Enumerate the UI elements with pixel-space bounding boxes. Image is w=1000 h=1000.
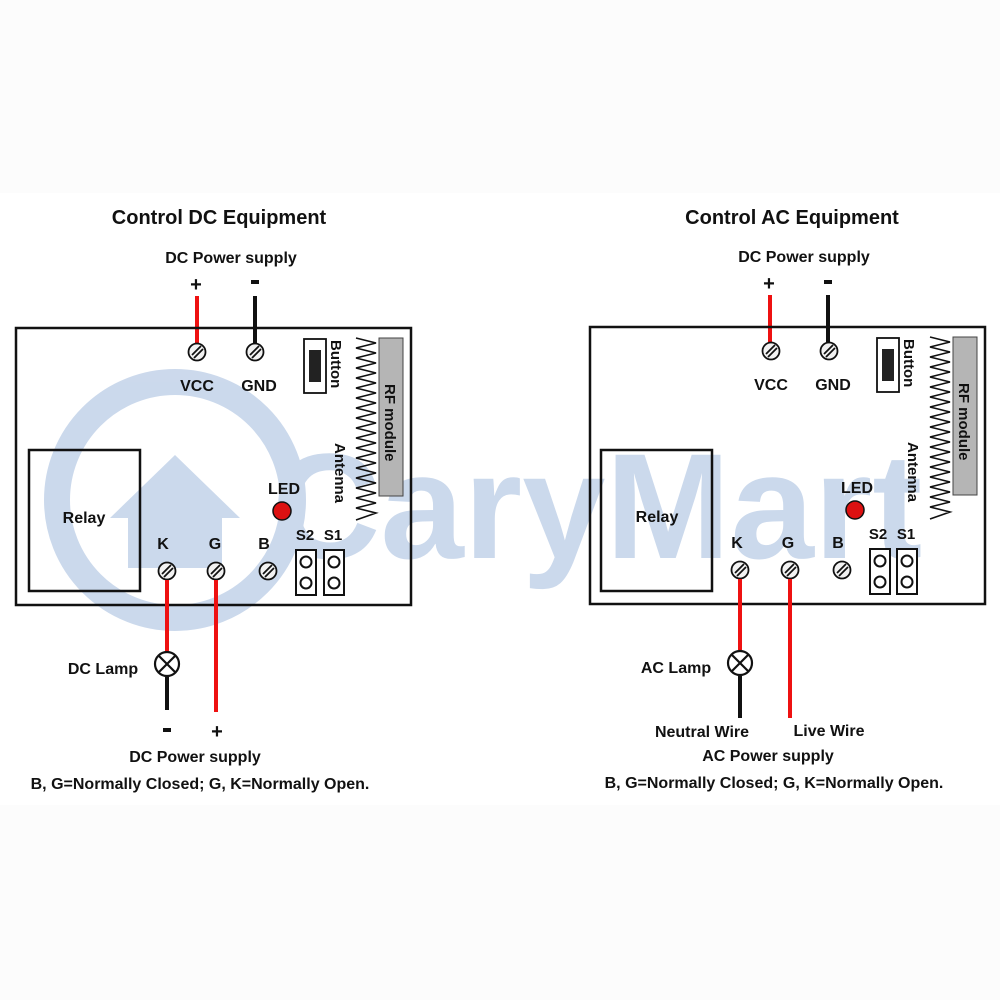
ac-gnd-label: GND — [815, 377, 851, 394]
ac-bottom-supply-label: AC Power supply — [702, 748, 834, 765]
ac-neutral-label: Neutral Wire — [655, 724, 749, 741]
dc-load-minus-sign — [163, 728, 171, 732]
dc-minus-text: - — [252, 274, 259, 296]
dc-b-terminal — [258, 561, 278, 581]
dc-s2-label: S2 — [296, 527, 314, 544]
dc-note: B, G=Normally Closed; G, K=Normally Open… — [31, 776, 370, 793]
ac-plus-sign: + — [763, 273, 775, 295]
ac-supply-label: DC Power supply — [738, 249, 870, 266]
dc-vcc-label: VCC — [180, 378, 214, 395]
dc-supply-label: DC Power supply — [165, 250, 297, 267]
dc-lamp-icon — [153, 650, 181, 678]
watermark-text: CaryMart — [272, 422, 922, 590]
dc-g-label: G — [209, 536, 221, 553]
dc-gnd-label: GND — [241, 378, 277, 395]
ac-b-label: B — [832, 535, 844, 552]
ac-rf-module — [952, 336, 978, 496]
watermark: CaryMart — [44, 369, 922, 631]
dc-b-label: B — [258, 536, 270, 553]
dc-antenna-coil — [355, 337, 379, 521]
dc-led — [272, 501, 292, 521]
ac-g-terminal — [780, 560, 800, 580]
ac-live-label: Live Wire — [794, 723, 865, 740]
dc-button-label: Button — [327, 340, 344, 388]
ac-gnd-terminal — [819, 341, 839, 361]
ac-rf-module-label: RF module — [955, 383, 972, 461]
dc-g-terminal — [206, 561, 226, 581]
ac-g-label: G — [782, 535, 794, 552]
dc-bottom-supply-label: DC Power supply — [129, 749, 261, 766]
dc-button-knob — [309, 350, 321, 382]
ac-relay — [599, 448, 714, 593]
ac-lamp-icon — [726, 649, 754, 677]
dc-rf-module-label: RF module — [381, 384, 398, 462]
ac-button-label: Button — [900, 339, 917, 387]
dc-plus-sign: + — [190, 274, 202, 296]
ac-relay-label: Relay — [636, 509, 679, 526]
ac-button-knob — [882, 349, 894, 381]
ac-lamp-label: AC Lamp — [641, 660, 711, 677]
ac-k-terminal — [730, 560, 750, 580]
dc-board — [14, 326, 413, 607]
ac-s2-label: S2 — [869, 526, 887, 543]
dc-minus-sign — [251, 280, 259, 284]
ac-board — [588, 325, 987, 606]
ac-s1-jumper — [896, 548, 918, 595]
dc-relay — [27, 448, 142, 593]
dc-rf-module — [378, 337, 404, 497]
ac-note: B, G=Normally Closed; G, K=Normally Open… — [605, 775, 944, 792]
dc-s1-label: S1 — [324, 527, 342, 544]
dc-lamp-label: DC Lamp — [68, 661, 138, 678]
watermark-ring-icon — [44, 369, 306, 631]
dc-relay-label: Relay — [63, 510, 106, 527]
ac-antenna-label: Antenna — [904, 442, 921, 503]
dc-antenna-label: Antenna — [331, 443, 348, 504]
ac-diagram: Control AC Equipment DC Power supply + -… — [588, 207, 987, 792]
dc-led-label: LED — [268, 481, 300, 498]
dc-k-terminal — [157, 561, 177, 581]
ac-b-terminal — [832, 560, 852, 580]
dc-gnd-terminal — [245, 342, 265, 362]
ac-antenna-coil — [929, 336, 953, 520]
dc-vcc-terminal — [187, 342, 207, 362]
ac-vcc-label: VCC — [754, 377, 788, 394]
dc-title: Control DC Equipment — [112, 207, 327, 229]
dc-s1-jumper — [323, 549, 345, 596]
ac-title: Control AC Equipment — [685, 207, 899, 229]
ac-led-label: LED — [841, 480, 873, 497]
dc-s2-jumper — [295, 549, 317, 596]
ac-s2-jumper — [869, 548, 891, 595]
dc-k-label: K — [157, 536, 169, 553]
dc-load-plus-sign: + — [211, 721, 223, 743]
watermark-house-icon — [110, 455, 240, 568]
dc-diagram: Control DC Equipment DC Power supply + -… — [14, 207, 413, 793]
ac-minus-sign — [824, 280, 832, 284]
ac-led — [845, 500, 865, 520]
ac-s1-label: S1 — [897, 526, 915, 543]
ac-k-label: K — [731, 535, 743, 552]
ac-vcc-terminal — [761, 341, 781, 361]
